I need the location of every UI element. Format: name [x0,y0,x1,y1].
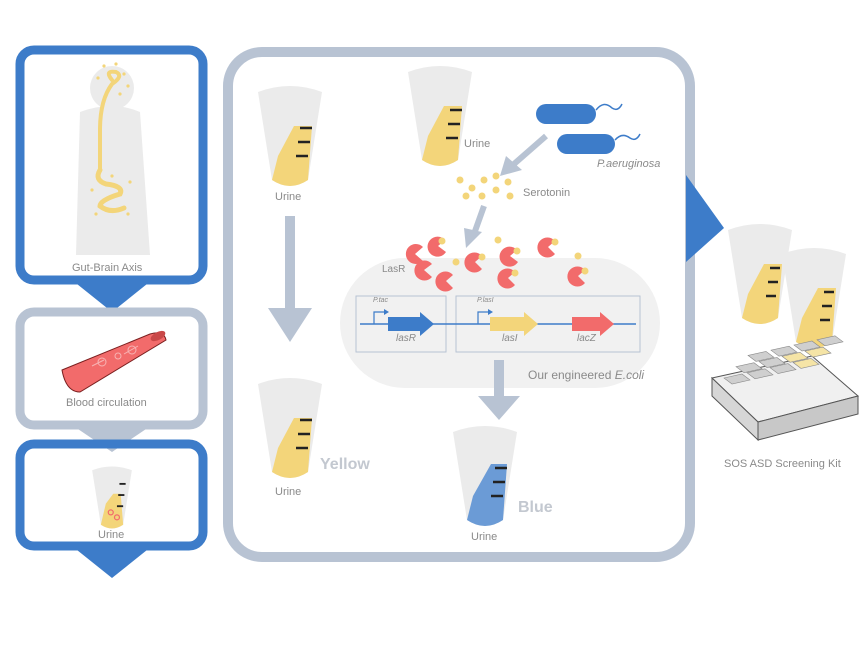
human-body-gut-icon [76,62,150,255]
screening-kit-label: SOS ASD Screening Kit [724,458,841,470]
tube-urine-blue [453,426,517,526]
arrow-serotonin-to-cell [464,204,487,248]
gene-lasR-icon [388,312,434,336]
main-panel-frame [223,47,695,562]
output-arrow-icon [686,175,724,262]
down-arrow-icon [72,280,152,312]
lasR-proteins [405,236,589,292]
kit-well [758,357,786,368]
gut-brain-panel [15,45,208,312]
tube-urine-top-left [258,86,322,186]
serotonin-molecules [456,172,514,200]
promoter-plasi-icon [477,311,488,324]
result-blue-label: Blue [518,499,553,516]
kit-well [816,335,844,347]
kit-well [770,345,798,357]
down-arrow-left [268,216,312,342]
down-arrow-icon [72,546,152,578]
tube-urine-bottom-left [258,378,322,478]
kit-well [792,358,820,369]
kit-well [735,362,763,374]
gene-lasR-label: lasR [396,333,417,344]
urine-label-top-left: Urine [275,191,302,203]
p-aeruginosa-icon [536,103,641,154]
p-aeruginosa-label: P.aeruginosa [597,158,661,170]
urine-label-blue: Urine [471,531,498,543]
blood-vessel-icon [61,330,167,393]
down-arrow-icon [72,425,152,452]
engineered-ecoli-label: Our engineered E.coli [528,368,644,382]
promoter-ptac-label: P.tac [373,297,389,304]
blood-circulation-label: Blood circulation [66,397,147,409]
kit-well [723,373,751,385]
kit-well [804,346,832,358]
output-tube-2 [782,248,846,348]
tube-urine-top-right [408,66,472,166]
result-yellow-label: Yellow [320,456,370,473]
arrow-bacteria-to-serotonin [500,133,548,176]
screening-kit-icon [710,335,860,442]
promoter-plasi-label: P.lasI [477,297,494,304]
urine-tube-icon [92,466,132,529]
kit-well [747,351,775,362]
down-arrow-right [478,360,520,420]
kit-well [781,351,809,363]
gene-lacZ-label: lacZ [577,333,596,344]
engineered-ecoli-prefix: Our engineered [528,368,615,382]
kit-well [793,340,821,352]
gene-lacZ-icon [572,312,614,336]
gut-brain-axis-label: Gut-Brain Axis [72,262,143,274]
urine-label-bottom-left: Urine [275,486,302,498]
promoter-ptac-icon [373,311,384,324]
serotonin-label: Serotonin [523,187,571,199]
output-tube-1 [728,224,792,324]
gene-lasI-icon [490,312,538,336]
lasR-label: LasR [382,264,406,275]
kit-well [769,363,797,374]
kit-well [746,368,774,380]
blood-circulation-panel [15,307,208,452]
urine-panel [15,439,208,578]
urine-label: Urine [98,529,125,541]
engineered-ecoli-species: E.coli [614,368,645,382]
urine-label-top-right: Urine [464,138,491,150]
genetic-circuit [355,295,641,353]
gene-lasI-label: lasI [502,333,518,344]
